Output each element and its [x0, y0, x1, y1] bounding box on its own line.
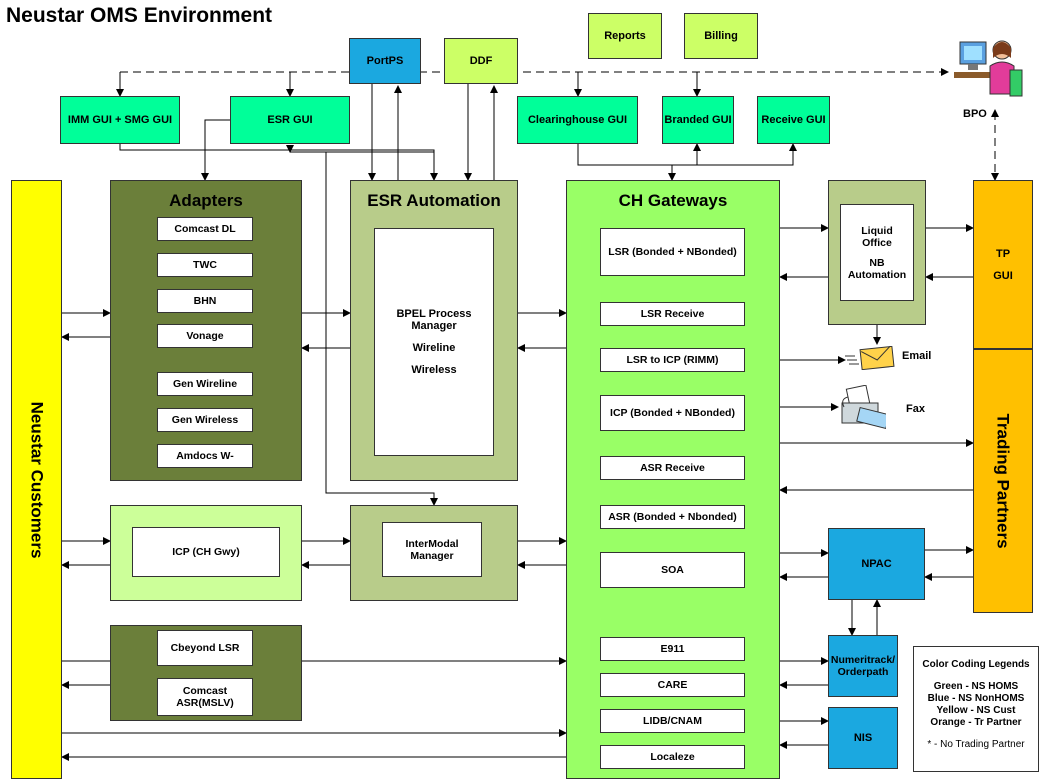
page-title: Neustar OMS Environment	[6, 4, 273, 27]
ch-item: ASR (Bonded + Nbonded)	[600, 505, 745, 529]
numeritrack-box: Numeritrack/ Orderpath	[828, 635, 898, 697]
cbeyond-lsr-box: Cbeyond LSR	[157, 630, 253, 666]
color-legend: Color Coding Legends Green - NS HOMS Blu…	[913, 646, 1039, 772]
ch-item: ASR Receive	[600, 456, 745, 480]
bpel-line: Wireless	[411, 364, 457, 376]
fax-icon	[838, 384, 890, 431]
trading-partners-label: Trading Partners	[994, 413, 1014, 549]
comcast-asr-line: ASR(MSLV)	[176, 697, 234, 709]
tp-gui-line: TP	[995, 247, 1011, 260]
icp-ch-gwy-box: ICP (CH Gwy)	[132, 527, 280, 577]
ch-item: LSR (Bonded + NBonded)	[600, 228, 745, 276]
tp-gui-box: TP GUI	[973, 180, 1033, 349]
tp-gui-line: GUI	[993, 269, 1013, 282]
bpel-line: BPEL Process	[396, 308, 472, 320]
legend-line: Yellow - NS Cust	[936, 705, 1016, 716]
adapter-item: Vonage	[157, 324, 253, 348]
adapter-item: Amdocs W-	[157, 444, 253, 468]
npac-box: NPAC	[828, 528, 925, 600]
ch-item: ICP (Bonded + NBonded)	[600, 395, 745, 431]
customers-label: Neustar Customers	[27, 401, 47, 558]
ddf-box: DDF	[444, 38, 518, 84]
comcast-asr-box: Comcast ASR(MSLV)	[157, 678, 253, 716]
ch-item: LSR to ICP (RIMM)	[600, 348, 745, 372]
imm-gui-box: IMM GUI + SMG GUI	[60, 96, 180, 144]
comcast-asr-line: Comcast	[182, 685, 228, 697]
esr-automation-title: ESR Automation	[367, 191, 501, 210]
legend-line: Blue - NS NonHOMS	[927, 693, 1025, 704]
portps-box: PortPS	[349, 38, 421, 84]
ch-item: LSR Receive	[600, 302, 745, 326]
fax-label: Fax	[906, 403, 925, 415]
esr-gui-box: ESR GUI	[230, 96, 350, 144]
liquid-office-line: Liquid	[861, 224, 893, 237]
ch-item: Localeze	[600, 745, 745, 769]
ch-item: SOA	[600, 552, 745, 588]
reports-box: Reports	[588, 13, 662, 59]
adapter-item: Gen Wireline	[157, 372, 253, 396]
bpo-user-icon	[950, 36, 1026, 102]
bpel-line: Manager	[411, 320, 457, 332]
bpo-label: BPO	[963, 108, 987, 120]
liquid-office-line: Automation	[847, 268, 907, 281]
numeritrack-line: Orderpath	[837, 666, 889, 678]
bpel-line: Wireline	[412, 342, 456, 354]
liquid-office-line: NB	[869, 256, 885, 269]
adapter-item: BHN	[157, 289, 253, 313]
adapter-item: Gen Wireless	[157, 408, 253, 432]
legend-note: * - No Trading Partner	[927, 739, 1025, 750]
email-label: Email	[902, 350, 932, 362]
ch-gateways-title: CH Gateways	[618, 191, 728, 210]
numeritrack-line: Numeritrack/	[830, 654, 896, 666]
liquid-office-line: Office	[862, 236, 892, 249]
legend-title: Color Coding Legends	[922, 659, 1030, 670]
liquid-office-box: Liquid Office NB Automation	[840, 204, 914, 301]
nis-box: NIS	[828, 707, 898, 769]
bpel-process-manager-box: BPEL Process Manager Wireline Wireless	[374, 228, 494, 456]
email-icon	[845, 345, 897, 371]
neustar-customers-bar: Neustar Customers	[11, 180, 62, 779]
ch-item: LIDB/CNAM	[600, 709, 745, 733]
intermodal-line: InterModal	[405, 537, 459, 550]
receive-gui-box: Receive GUI	[757, 96, 830, 144]
ch-item: E911	[600, 637, 745, 661]
ch-item: CARE	[600, 673, 745, 697]
trading-partners-box: Trading Partners	[973, 349, 1033, 613]
intermodal-manager-box: InterModal Manager	[382, 522, 482, 577]
clearinghouse-gui-box: Clearinghouse GUI	[517, 96, 638, 144]
adapters-title: Adapters	[169, 191, 243, 210]
legend-line: Orange - Tr Partner	[930, 717, 1022, 728]
intermodal-line: Manager	[410, 549, 454, 562]
adapter-item: TWC	[157, 253, 253, 277]
branded-gui-box: Branded GUI	[662, 96, 734, 144]
adapter-item: Comcast DL	[157, 217, 253, 241]
billing-box: Billing	[684, 13, 758, 59]
legend-line: Green - NS HOMS	[933, 681, 1019, 692]
